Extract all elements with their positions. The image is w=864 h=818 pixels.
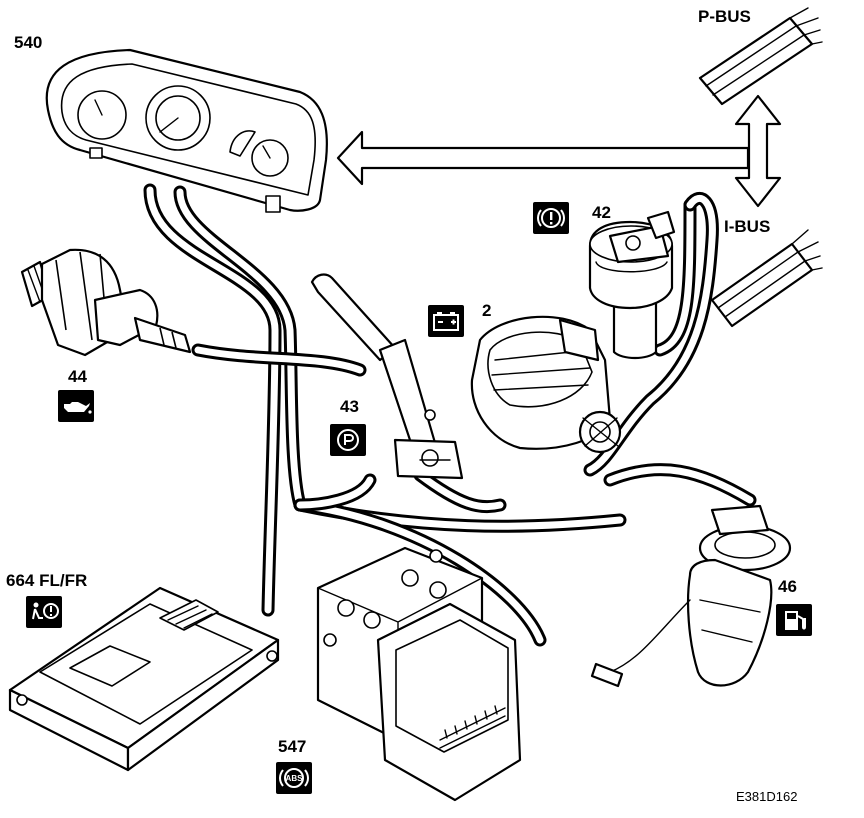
label-540: 540 (14, 33, 43, 52)
label-42: 42 (592, 203, 611, 222)
alternator (470, 315, 622, 454)
instrument-cluster (45, 48, 328, 213)
parking-brake-lever (310, 273, 464, 480)
label-664: 664 FL/FR (6, 571, 88, 590)
parking-brake-icon (330, 424, 366, 456)
fuel-pump-icon (776, 604, 812, 636)
p-bus-cable (698, 7, 823, 106)
airbag-icon (26, 596, 62, 628)
oil-can-icon (58, 390, 94, 422)
label-46: 46 (778, 577, 797, 596)
bus-arrows (336, 94, 782, 208)
coolant-level-sensor (588, 210, 676, 360)
airbag-control-unit (8, 586, 280, 772)
i-bus-label: I-BUS (724, 217, 771, 236)
abs-icon: ABS (276, 762, 312, 794)
warning-lamp-icon (533, 202, 569, 234)
label-44: 44 (68, 367, 87, 386)
battery-icon (428, 305, 464, 337)
wiring-harness (143, 183, 757, 647)
oil-pressure-switch (20, 248, 192, 357)
abs-control-unit (316, 546, 522, 802)
i-bus-cable (710, 229, 823, 328)
figure-reference: E381D162 (736, 789, 798, 804)
label-2: 2 (482, 301, 492, 320)
label-547: 547 (278, 737, 307, 756)
p-bus-label: P-BUS (698, 7, 751, 26)
label-43: 43 (340, 397, 359, 416)
svg-text:ABS: ABS (286, 774, 304, 783)
fuel-pump-unit (590, 504, 792, 688)
